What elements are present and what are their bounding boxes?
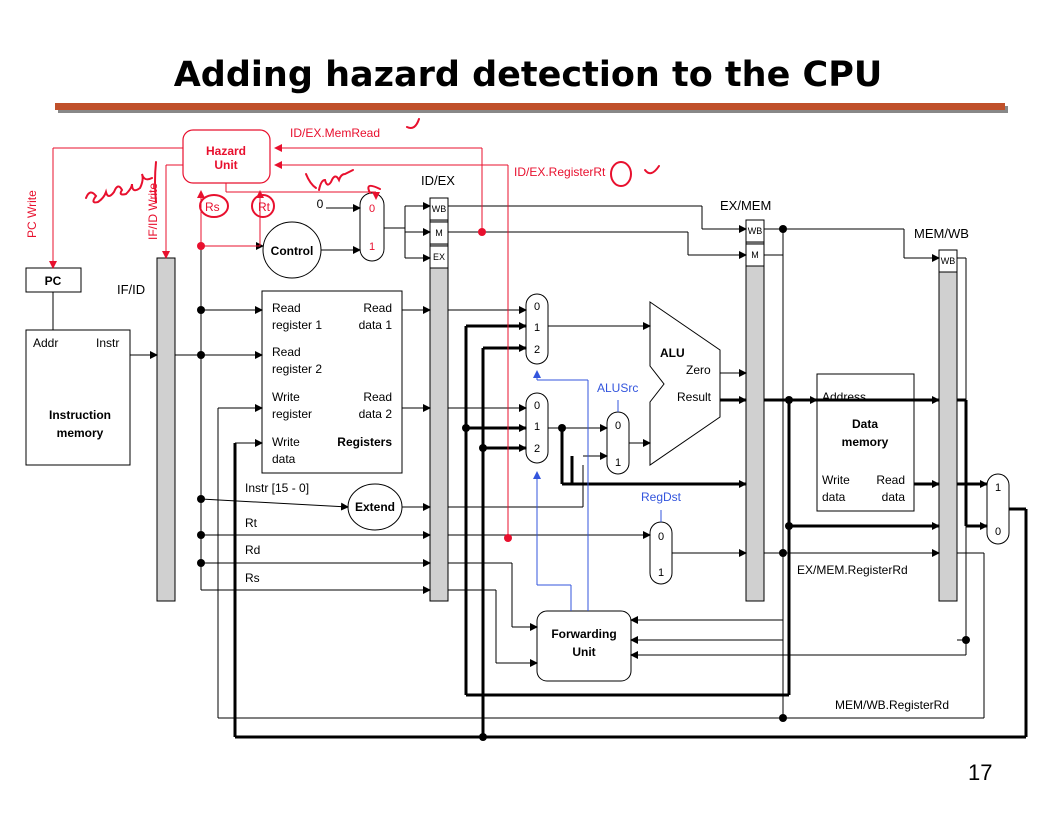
- handwritten-annotations: [85, 118, 660, 218]
- thick-wires: [233, 322, 1028, 739]
- alu-shape: [649, 301, 721, 466]
- alusrc-in0: 0: [615, 420, 621, 432]
- hazard-unit-title: Hazard: [206, 144, 246, 158]
- mem-wb-registerrd-label: MEM/WB.RegisterRd: [835, 698, 949, 712]
- pc-label: PC: [45, 274, 62, 288]
- forwarding-control-wires: [533, 370, 662, 611]
- alusrc-in1: 1: [615, 457, 621, 469]
- id-ex-wb-text: WB: [432, 204, 447, 214]
- data-mem-read-data-a: Read: [876, 473, 905, 487]
- hazard-rs-label: Rs: [205, 200, 220, 214]
- forwarding-unit-box: [536, 610, 632, 682]
- read-data-2-label-a: Read: [363, 390, 392, 404]
- alu-label: ALU: [660, 346, 685, 360]
- data-mem-address-label: Address: [822, 390, 866, 404]
- read-register-2-label-b: register 2: [272, 362, 322, 376]
- pc-write-label: PC Write: [25, 190, 39, 238]
- ex-mem-register: [745, 219, 765, 602]
- write-data-label-b: data: [272, 452, 296, 466]
- alusrc-label: ALUSrc: [597, 381, 638, 395]
- read-register-1-label-b: register 1: [272, 318, 322, 332]
- slide-title: Adding hazard detection to the CPU: [173, 55, 883, 95]
- control-label: Control: [271, 244, 314, 258]
- forwarding-unit-name-1: Forwarding: [551, 627, 616, 641]
- instr-mem-name-2: memory: [57, 426, 104, 440]
- data-mem-write-data-a: Write: [822, 473, 850, 487]
- id-ex-registerrt-label: ID/EX.RegisterRt: [514, 165, 606, 179]
- write-register-label-b: register: [272, 407, 312, 421]
- writeback-mux-in0: 0: [995, 526, 1001, 538]
- id-ex-memread-label: ID/EX.MemRead: [290, 126, 380, 140]
- data-mem-read-data-b: data: [882, 490, 906, 504]
- stall-mux-in1: 1: [369, 241, 375, 253]
- if-id-register: [156, 257, 176, 602]
- mem-wb-label: MEM/WB: [914, 226, 969, 241]
- if-id-label: IF/ID: [117, 282, 145, 297]
- stall-mux-in0: 0: [369, 203, 375, 215]
- if-id-write-label: IF/ID Write: [146, 183, 160, 240]
- ex-mem-registerrd-label: EX/MEM.RegisterRd: [797, 563, 908, 577]
- read-register-2-label-a: Read: [272, 345, 301, 359]
- regdst-in1: 1: [658, 567, 664, 579]
- forward-a-in2: 2: [534, 344, 540, 356]
- id-ex-m-text: M: [435, 228, 443, 238]
- ex-mem-m-text: M: [751, 250, 759, 260]
- forward-a-in1: 1: [534, 322, 540, 334]
- forward-b-in0: 0: [534, 400, 540, 412]
- hazard-rt-label: Rt: [258, 200, 271, 214]
- ex-mem-label: EX/MEM: [720, 198, 771, 213]
- alu-zero-label: Zero: [686, 363, 711, 377]
- data-mem-name-2: memory: [842, 435, 889, 449]
- regdst-label: RegDst: [641, 490, 682, 504]
- forward-b-in2: 2: [534, 443, 540, 455]
- extend-label: Extend: [355, 500, 395, 514]
- read-data-1-label-a: Read: [363, 301, 392, 315]
- wire-junctions: [197, 225, 970, 741]
- rs-field-label: Rs: [245, 571, 260, 585]
- instr-mem-instr-label: Instr: [96, 336, 119, 350]
- regdst-in0: 0: [658, 531, 664, 543]
- hazard-junctions: [197, 228, 512, 542]
- instr-mem-addr-label: Addr: [33, 336, 58, 350]
- mem-wb-wb-text: WB: [941, 256, 956, 266]
- rd-field-label: Rd: [245, 543, 260, 557]
- rt-field-label: Rt: [245, 516, 258, 530]
- forward-a-in0: 0: [534, 301, 540, 313]
- data-memory-box: [816, 373, 915, 512]
- alu-result-label: Result: [677, 390, 712, 404]
- read-data-2-label-b: data 2: [359, 407, 393, 421]
- hazard-unit-title-2: Unit: [214, 158, 237, 172]
- hazard-wires: [49, 144, 509, 538]
- forward-b-in1: 1: [534, 421, 540, 433]
- forwarding-unit-name-2: Unit: [572, 645, 595, 659]
- read-data-1-label-b: data 1: [359, 318, 393, 332]
- register-file: [261, 290, 403, 474]
- title-underline-bar: [55, 103, 1005, 110]
- page-number: 17: [968, 760, 993, 785]
- data-mem-name-1: Data: [852, 417, 878, 431]
- id-ex-ex-text: EX: [433, 252, 445, 262]
- writeback-mux-in1: 1: [995, 482, 1001, 494]
- data-mem-write-data-b: data: [822, 490, 846, 504]
- instr-mem-name-1: Instruction: [49, 408, 111, 422]
- instruction-memory-box: [25, 329, 131, 466]
- stall-zero-input: 0: [317, 197, 324, 211]
- read-register-1-label-a: Read: [272, 301, 301, 315]
- instr-field-label: Instr [15 - 0]: [245, 481, 309, 495]
- write-data-label-a: Write: [272, 435, 300, 449]
- mem-wb-register: [938, 249, 958, 602]
- registers-name: Registers: [337, 435, 392, 449]
- id-ex-label: ID/EX: [421, 173, 455, 188]
- write-register-label-a: Write: [272, 390, 300, 404]
- ex-mem-wb-text: WB: [748, 226, 763, 236]
